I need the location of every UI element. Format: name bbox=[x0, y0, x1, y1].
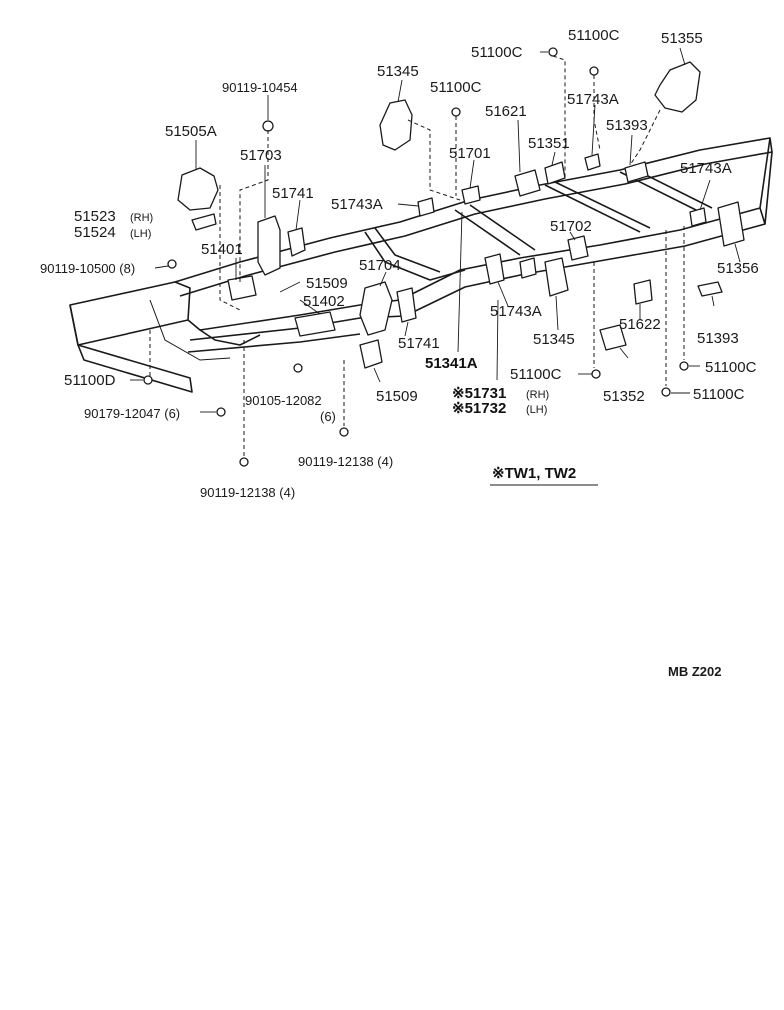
bracket-51393-bottom bbox=[697, 281, 723, 297]
label-51351: 51351 bbox=[528, 135, 570, 152]
bracket-51345-top bbox=[379, 99, 413, 151]
nut-51100C-right-a bbox=[679, 361, 689, 371]
label-90105-12082-qty: (6) bbox=[320, 409, 336, 424]
figure-code: MB Z202 bbox=[668, 664, 721, 679]
nut-51100C-center bbox=[591, 369, 601, 379]
mount-51704 bbox=[359, 281, 393, 336]
label-51345-top: 51345 bbox=[377, 63, 419, 80]
label-51100C-top-a: 51100C bbox=[471, 44, 523, 61]
bracket-51523 bbox=[191, 213, 217, 231]
label-51402: 51402 bbox=[303, 293, 345, 310]
label-51703: 51703 bbox=[240, 147, 282, 164]
applicability-note: ※TW1, TW2 bbox=[492, 465, 576, 482]
label-90119-10454: 90119-10454 bbox=[222, 80, 298, 95]
label-51702: 51702 bbox=[550, 218, 592, 235]
label-51509-top: 51509 bbox=[306, 275, 348, 292]
label-51743A-bottom: 51743A bbox=[490, 303, 542, 320]
label-51100C-right-b: 51100C bbox=[693, 386, 745, 403]
bracket-51401 bbox=[227, 275, 257, 301]
label-51523: 51523 bbox=[74, 208, 116, 225]
nut-51100C-top-a bbox=[548, 47, 558, 57]
label-51341A: 51341A bbox=[425, 355, 478, 372]
label-51743A-top: 51743A bbox=[567, 91, 619, 108]
label-51345-bottom: 51345 bbox=[533, 331, 575, 348]
label-51100D: 51100D bbox=[64, 372, 116, 389]
bracket-51345-bottom bbox=[544, 257, 569, 297]
label-51355: 51355 bbox=[661, 30, 703, 47]
mount-51703 bbox=[257, 215, 281, 276]
leader-lines bbox=[130, 47, 741, 413]
label-51393-top: 51393 bbox=[606, 117, 648, 134]
label-51743A-left: 51743A bbox=[331, 196, 383, 213]
bracket-51743A-right bbox=[689, 207, 707, 227]
bolt-90105-12082 bbox=[293, 363, 303, 373]
label-51523-side: (RH) bbox=[130, 212, 153, 224]
bracket-51743A-bottom bbox=[519, 257, 537, 279]
bracket-51393-top bbox=[624, 161, 649, 183]
label-51731: ※51731 bbox=[452, 385, 506, 402]
bolt-90119-12138-right bbox=[339, 427, 349, 437]
label-51100C-mid: 51100C bbox=[430, 79, 482, 96]
dashed-guide-lines bbox=[149, 55, 685, 456]
label-51622: 51622 bbox=[619, 316, 661, 333]
bracket-51355 bbox=[654, 61, 701, 113]
label-90119-10500: 90119-10500 (8) bbox=[40, 261, 135, 276]
label-90105-12082: 90105-12082 bbox=[245, 393, 322, 408]
nut-90179-12047 bbox=[216, 407, 226, 417]
label-51505A: 51505A bbox=[165, 123, 217, 140]
bracket-51351 bbox=[544, 161, 566, 185]
nut-51100C-top-b bbox=[589, 66, 599, 76]
bracket-51741-bottom bbox=[396, 287, 417, 323]
label-51401: 51401 bbox=[201, 241, 243, 258]
label-51524: 51524 bbox=[74, 224, 116, 241]
label-51731-side: (RH) bbox=[526, 389, 549, 401]
bolt-90119-10500-head bbox=[167, 259, 177, 269]
label-51524-side: (LH) bbox=[130, 228, 151, 240]
bracket-51356 bbox=[717, 201, 745, 247]
bolt-90119-10454-head bbox=[262, 120, 274, 132]
bracket-51743A-top bbox=[584, 153, 601, 171]
nut-51100C-mid bbox=[451, 107, 461, 117]
bracket-51505A bbox=[177, 167, 219, 211]
label-51741-left: 51741 bbox=[272, 185, 314, 202]
label-51352: 51352 bbox=[603, 388, 645, 405]
bracket-51741-left bbox=[287, 227, 306, 257]
bracket-51622 bbox=[633, 279, 653, 305]
label-51621: 51621 bbox=[485, 103, 527, 120]
label-51100C-right-a: 51100C bbox=[705, 359, 757, 376]
label-90179-12047: 90179-12047 (6) bbox=[84, 406, 180, 421]
part-labels: 51100C 51100C 51355 90119-10454 51345 51… bbox=[40, 27, 759, 500]
label-90119-12138-right: 90119-12138 (4) bbox=[298, 454, 393, 469]
bracket-51702 bbox=[567, 235, 589, 261]
bracket-51402 bbox=[294, 311, 336, 337]
label-90119-12138-left: 90119-12138 (4) bbox=[200, 485, 295, 500]
label-51732-side: (LH) bbox=[526, 404, 547, 416]
hanger-center bbox=[484, 253, 505, 285]
label-51741-bottom: 51741 bbox=[398, 335, 440, 352]
bracket-51621 bbox=[514, 169, 541, 197]
nut-51100C-right-b bbox=[661, 387, 671, 397]
label-51100C-top-b: 51100C bbox=[568, 27, 620, 44]
bracket-51509 bbox=[359, 339, 383, 369]
label-51701: 51701 bbox=[449, 145, 491, 162]
bracket-51352 bbox=[599, 324, 627, 351]
nut-51100D bbox=[143, 375, 153, 385]
label-51356: 51356 bbox=[717, 260, 759, 277]
label-51704: 51704 bbox=[359, 257, 401, 274]
label-51732: ※51732 bbox=[452, 400, 506, 417]
bolt-90119-12138-left bbox=[239, 457, 249, 467]
label-51393-bottom: 51393 bbox=[697, 330, 739, 347]
bracket-51743A-left bbox=[417, 197, 435, 217]
bracket-51701 bbox=[461, 185, 481, 205]
label-51509-bottom: 51509 bbox=[376, 388, 418, 405]
label-51100C-center: 51100C bbox=[510, 366, 562, 383]
label-51743A-right: 51743A bbox=[680, 160, 732, 177]
